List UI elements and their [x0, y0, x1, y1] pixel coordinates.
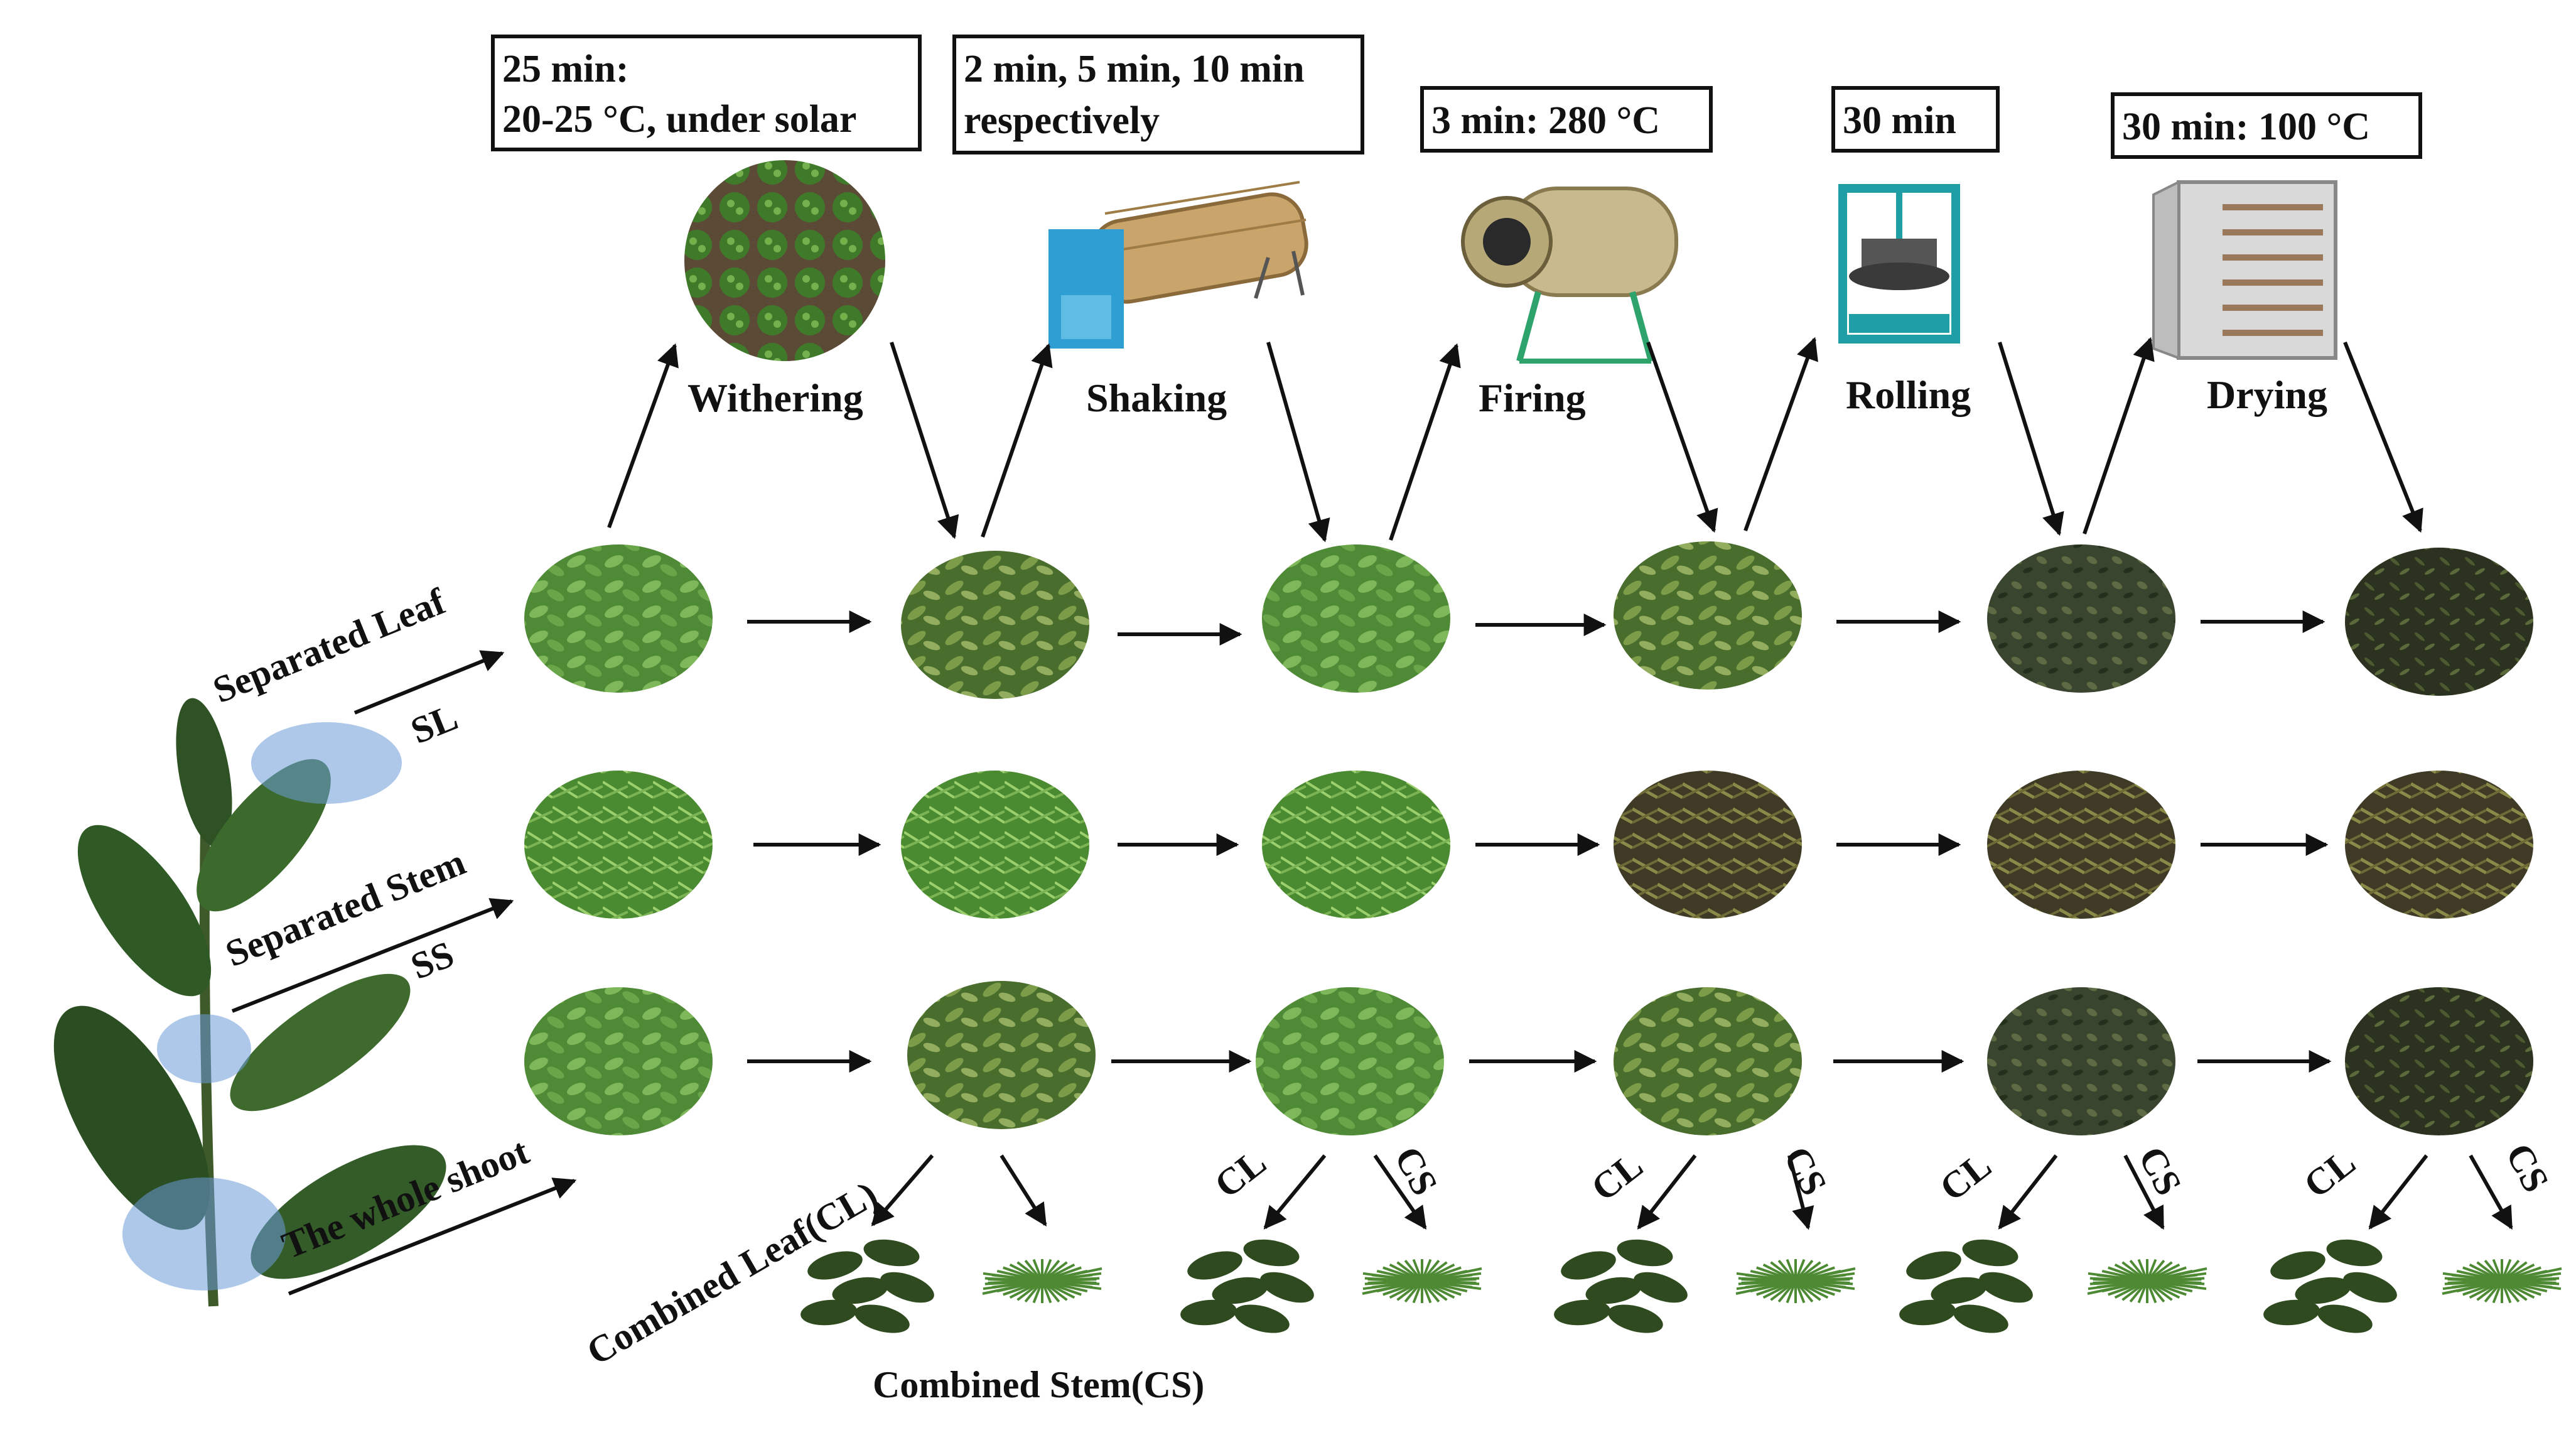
- combined-stem-pile: [2442, 1259, 2562, 1304]
- leaf-fired-image: [1614, 541, 1802, 690]
- tea-shoot-image: [53, 698, 446, 1307]
- shoot-fresh-image: [524, 987, 713, 1135]
- row-entry-arrows: [231, 650, 577, 1296]
- leaf-dried-image: [2345, 548, 2533, 696]
- condition-text: 20-25 °C, under solar: [502, 98, 856, 141]
- label-cs: CS: [2131, 1140, 2190, 1202]
- stem-dried-image: [2345, 771, 2533, 919]
- label-cs: CS: [1776, 1140, 1835, 1202]
- condition-text: 25 min:: [502, 48, 629, 90]
- condition-text: 2 min, 5 min, 10 min: [964, 48, 1305, 90]
- leaf-shaken-image: [1262, 544, 1450, 693]
- label-cl: CL: [1932, 1144, 1998, 1209]
- label-cs: CS: [2498, 1137, 2557, 1199]
- stem-fresh-image: [524, 771, 713, 919]
- combined-stem-pile: [1735, 1259, 1856, 1304]
- row-whole-shoot: [524, 981, 2533, 1135]
- stage-label-rolling: Rolling: [1846, 372, 1971, 417]
- stage-arrows: [607, 337, 2423, 543]
- combined-stem-pile: [1362, 1259, 1482, 1304]
- drying-oven-image: [2152, 180, 2337, 360]
- condition-box-firing: 3 min: 280 °C: [1420, 86, 1713, 153]
- leaf-fresh-image: [524, 544, 713, 693]
- stage-label-firing: Firing: [1479, 376, 1586, 420]
- label-combined-stem: Combined Stem(CS): [873, 1364, 1204, 1405]
- stage-label-drying: Drying: [2207, 372, 2327, 417]
- shoot-fired-image: [1614, 987, 1802, 1135]
- shaking-drum-image: [1048, 181, 1308, 349]
- combined-stem-pile: [982, 1259, 1102, 1304]
- shoot-rolled-image: [1987, 987, 2175, 1135]
- shoot-shaken-image: [1256, 987, 1444, 1135]
- sl-highlight: [251, 722, 402, 804]
- stem-rolled-image: [1987, 771, 2175, 919]
- label-cl: CL: [1583, 1144, 1650, 1209]
- withering-tray-image: [684, 160, 885, 361]
- stem-fired-image: [1614, 771, 1802, 919]
- condition-box-withering: 25 min: 20-25 °C, under solar: [491, 35, 922, 151]
- leaf-rolled-image: [1987, 544, 2175, 693]
- combined-stem-pile: [2087, 1259, 2207, 1304]
- label-sl: SL: [405, 696, 463, 752]
- condition-text: 3 min: 280 °C: [1431, 99, 1660, 142]
- combined-leaf-pile: [1899, 1239, 2033, 1333]
- condition-text: 30 min: [1843, 99, 1956, 142]
- label-separated-leaf: Separated Leaf: [207, 580, 451, 711]
- firing-machine-image: [1461, 187, 1678, 364]
- combined-piles: [800, 1239, 2562, 1333]
- stage-label-withering: Withering: [687, 376, 863, 420]
- label-cl: CL: [2296, 1141, 2363, 1206]
- label-cs: CS: [1387, 1140, 1446, 1202]
- combined-leaf-pile: [1554, 1239, 1688, 1333]
- stem-shaken-image: [1262, 771, 1450, 919]
- row-separated-leaf: [524, 541, 2533, 699]
- rolling-machine-image: [1838, 184, 1960, 344]
- shoot-dried-image: [2345, 987, 2533, 1135]
- split-arrows: [871, 1154, 2513, 1230]
- stem-withered-image: [901, 771, 1089, 919]
- ss-highlight: [157, 1014, 251, 1083]
- leaf-withered-image: [901, 551, 1089, 699]
- condition-box-drying: 30 min: 100 °C: [2111, 92, 2422, 159]
- stage-label-shaking: Shaking: [1086, 376, 1227, 420]
- row-separated-stem: [524, 771, 2533, 919]
- combined-leaf-pile: [1180, 1239, 1314, 1333]
- condition-box-shaking: 2 min, 5 min, 10 min respectively: [952, 35, 1364, 154]
- row-arrows: [747, 610, 2332, 1073]
- combined-leaf-pile: [800, 1239, 934, 1333]
- combined-leaf-pile: [2263, 1239, 2397, 1333]
- label-cl: CL: [1207, 1141, 1273, 1206]
- condition-box-rolling: 30 min: [1831, 86, 2000, 153]
- condition-text: 30 min: 100 °C: [2122, 106, 2370, 148]
- condition-text: respectively: [964, 99, 1160, 142]
- whole-shoot-highlight: [122, 1177, 286, 1291]
- shoot-withered-image: [907, 981, 1096, 1129]
